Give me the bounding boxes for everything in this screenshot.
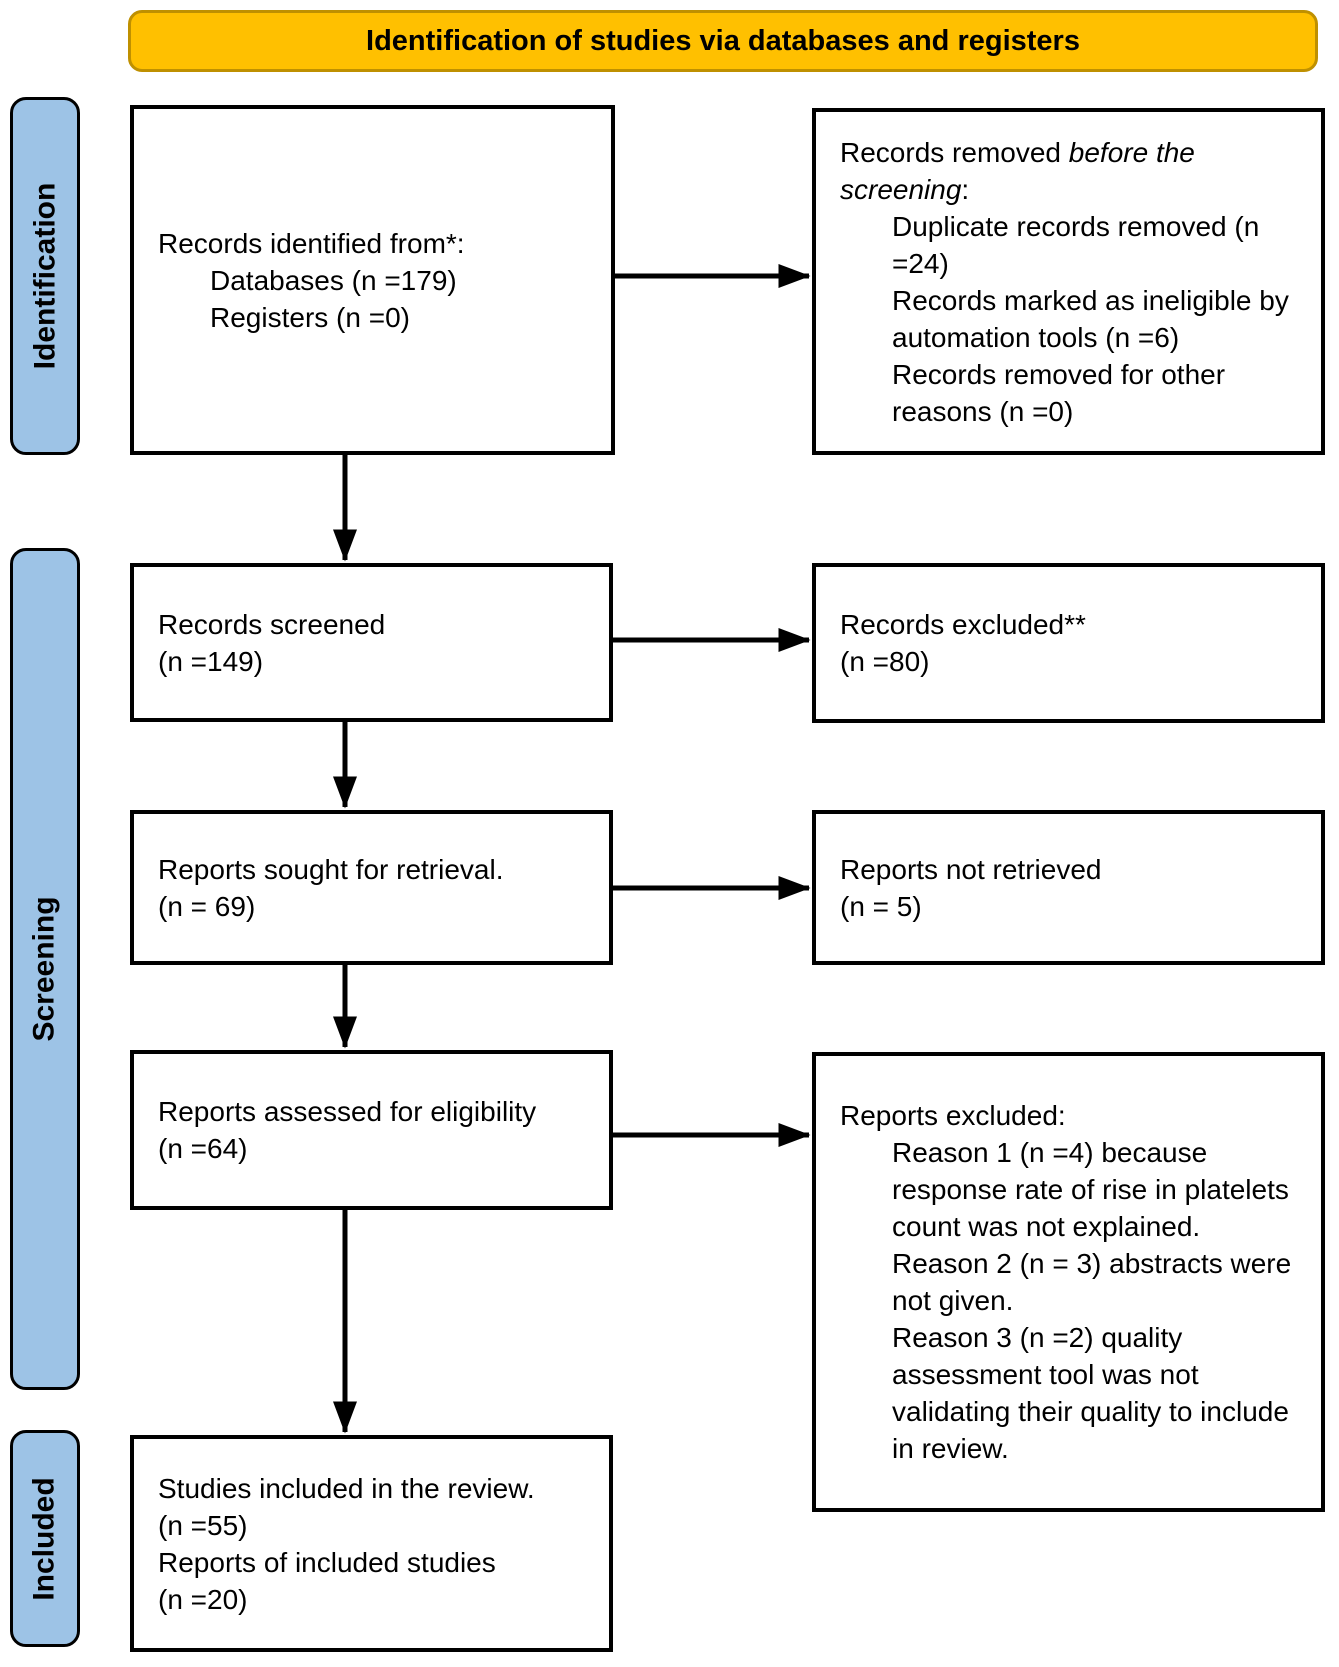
- studies-included-label: Studies included in the review.: [158, 1472, 535, 1504]
- records-removed-automation: Records marked as ineligible by automati…: [892, 284, 1289, 353]
- studies-included-count: (n =55): [158, 1509, 248, 1541]
- box-reports-assessed: Reports assessed for eligibility (n =64): [130, 1050, 613, 1210]
- reports-assessed-count: (n =64): [158, 1133, 248, 1164]
- records-removed-heading-italic: before the screening: [840, 136, 1195, 205]
- records-identified-registers: Registers (n =0): [210, 301, 410, 333]
- box-reports-excluded: Reports excluded: Reason 1 (n =4) becaus…: [812, 1052, 1325, 1512]
- stage-label-identification: Identification: [28, 182, 62, 370]
- stage-tab-screening: Screening: [10, 548, 80, 1390]
- records-identified-databases: Databases (n =179): [210, 264, 457, 296]
- box-records-identified: Records identified from*: Databases (n =…: [130, 105, 615, 455]
- box-records-removed: Records removed before the screening: Du…: [812, 108, 1325, 455]
- reports-excluded-reason-1: Reason 1 (n =4) because response rate of…: [892, 1137, 1289, 1242]
- records-removed-heading-pre: Records removed: [840, 136, 1069, 168]
- banner-title-text: Identification of studies via databases …: [366, 24, 1080, 57]
- box-records-excluded: Records excluded** (n =80): [812, 563, 1325, 723]
- reports-excluded-reason-3: Reason 3 (n =2) quality assessment tool …: [892, 1322, 1289, 1464]
- records-removed-heading: Records removed before the screening:: [840, 134, 1303, 208]
- reports-not-retrieved-label: Reports not retrieved: [840, 853, 1102, 885]
- records-removed-duplicates: Duplicate records removed (n =24): [892, 210, 1260, 279]
- reports-included-count: (n =20): [158, 1583, 248, 1615]
- stage-tab-included: Included: [10, 1430, 80, 1647]
- reports-excluded-reason-2: Reason 2 (n = 3) abstracts were not give…: [892, 1248, 1292, 1316]
- records-excluded-label: Records excluded**: [840, 609, 1086, 640]
- records-screened-count: (n =149): [158, 645, 264, 677]
- reports-not-retrieved-count: (n = 5): [840, 890, 922, 922]
- reports-sought-label: Reports sought for retrieval.: [158, 853, 504, 885]
- box-studies-included: Studies included in the review. (n =55) …: [130, 1435, 613, 1652]
- records-identified-heading: Records identified from*:: [158, 227, 465, 259]
- reports-excluded-heading: Reports excluded:: [840, 1100, 1066, 1131]
- records-removed-other: Records removed for other reasons (n =0): [892, 358, 1226, 427]
- box-reports-sought: Reports sought for retrieval. (n = 69): [130, 810, 613, 965]
- reports-sought-count: (n = 69): [158, 890, 256, 922]
- banner-title: Identification of studies via databases …: [128, 10, 1318, 72]
- stage-label-screening: Screening: [28, 896, 61, 1042]
- box-reports-not-retrieved: Reports not retrieved (n = 5): [812, 810, 1325, 965]
- records-screened-label: Records screened: [158, 608, 386, 640]
- stage-label-included: Included: [28, 1476, 61, 1601]
- reports-included-label: Reports of included studies: [158, 1546, 496, 1578]
- records-removed-heading-colon: :: [961, 173, 970, 205]
- box-records-screened: Records screened (n =149): [130, 563, 613, 722]
- records-excluded-count: (n =80): [840, 646, 930, 677]
- stage-tab-identification: Identification: [10, 97, 80, 455]
- reports-assessed-label: Reports assessed for eligibility: [158, 1096, 537, 1127]
